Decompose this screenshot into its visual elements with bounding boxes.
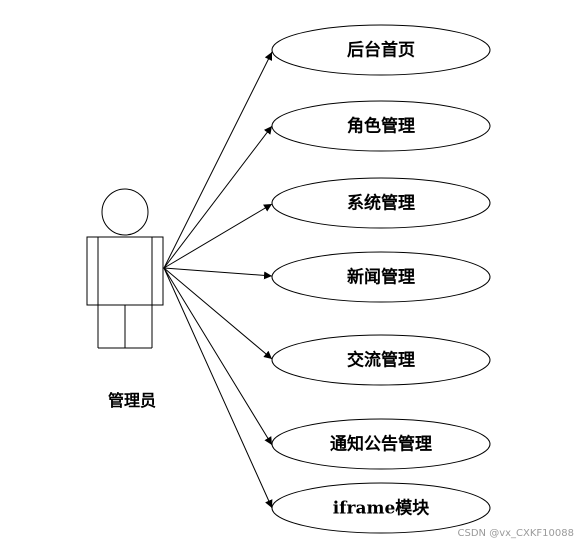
use-cases xyxy=(271,24,491,534)
associations xyxy=(163,51,273,509)
use-case-ellipse-5 xyxy=(271,418,491,470)
use-case-ellipse-2 xyxy=(271,177,491,229)
use-case-ellipse-3 xyxy=(271,251,491,303)
association-arrow-0 xyxy=(163,51,273,269)
use-case-labels: 后台首页 角色管理 系统管理 新闻管理 交流管理 通知公告管理 iframe模块 xyxy=(330,40,432,519)
use-case-label-3: 新闻管理 xyxy=(347,267,415,288)
association-arrow-3 xyxy=(163,267,273,280)
use-case-ellipse-6 xyxy=(271,482,491,534)
use-case-label-5: 通知公告管理 xyxy=(330,434,432,455)
use-case-label-4: 交流管理 xyxy=(347,350,415,371)
actor-body xyxy=(86,236,164,306)
use-case-label-1: 角色管理 xyxy=(347,116,415,137)
association-arrow-5 xyxy=(163,267,273,446)
use-case-label-6: iframe模块 xyxy=(333,498,431,519)
association-arrow-6 xyxy=(163,267,273,509)
association-arrow-2 xyxy=(163,203,273,269)
association-arrow-1 xyxy=(163,125,273,269)
actor-label: 管理员 xyxy=(108,391,156,410)
use-case-ellipse-4 xyxy=(271,334,491,386)
watermark-text: CSDN @vx_CXKF10088 xyxy=(457,528,574,539)
use-case-ellipse-0 xyxy=(271,24,491,76)
use-case-label-0: 后台首页 xyxy=(347,40,415,61)
association-arrow-4 xyxy=(163,267,273,360)
actor-head xyxy=(101,188,149,236)
use-case-label-2: 系统管理 xyxy=(347,193,415,214)
use-case-ellipse-1 xyxy=(271,100,491,152)
actor-figure xyxy=(86,188,164,349)
